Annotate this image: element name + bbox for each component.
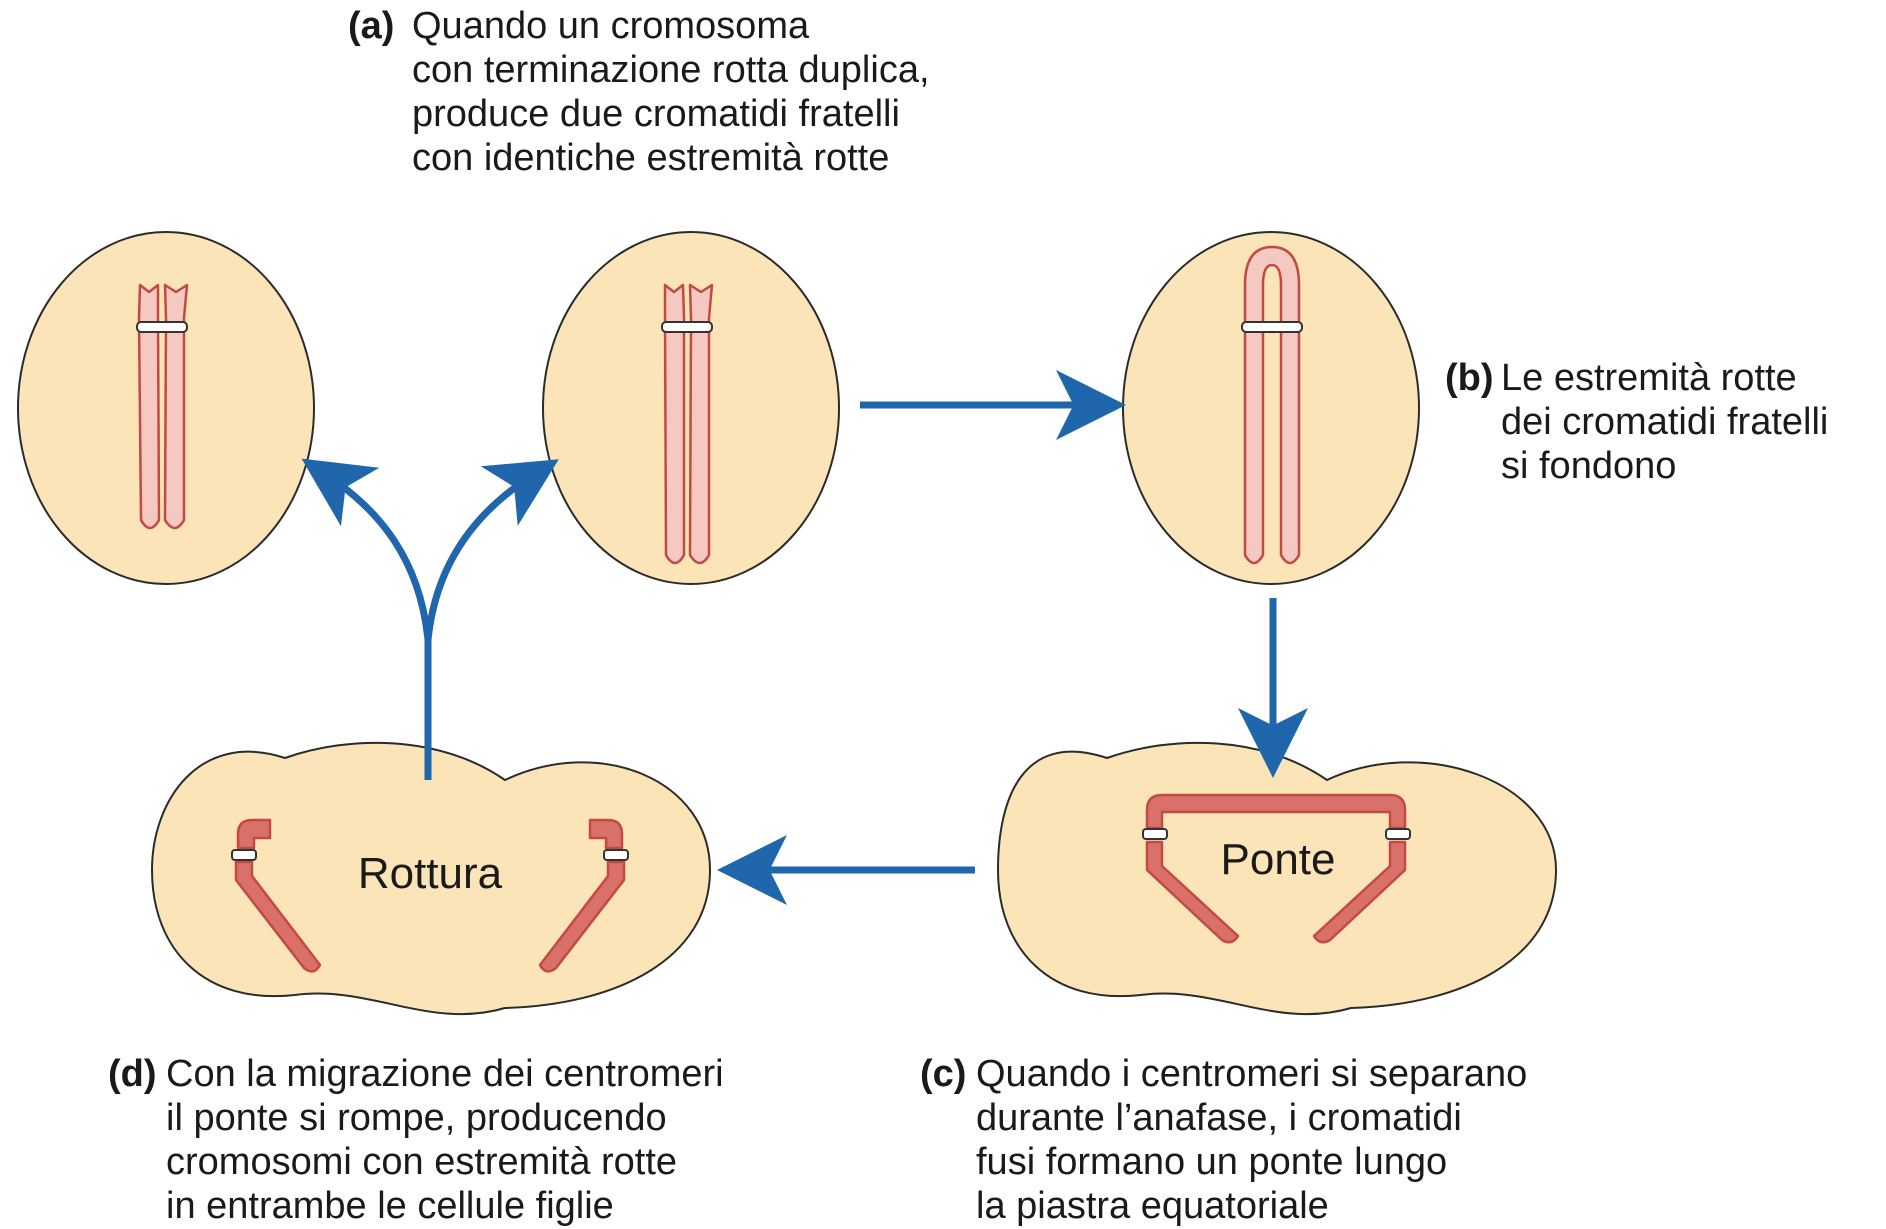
broken-chromosome-left [231,818,322,973]
caption-c-line-4: la piastra equatoriale [976,1185,1329,1227]
caption-b-line-2: dei cromatidi fratelli [1501,401,1829,443]
chromosome-cell-3-fused [1241,245,1303,565]
label-rottura: Rottura [358,849,503,898]
caption-a-line-2: con terminazione rotta duplica, [412,49,930,91]
chromosome-bridge [1142,793,1411,944]
caption-a-line-1: Quando un cromosoma [412,5,810,47]
caption-d-tag: (d) [108,1053,157,1095]
caption-a-line-4: con identiche estremità rotte [412,137,890,179]
caption-d-line-2: il ponte si rompe, producendo [166,1097,667,1139]
caption-d-line-3: cromosomi con estremità rotte [166,1141,678,1183]
chromosome-cell-1 [136,283,189,530]
cell-3 [1122,231,1420,585]
caption-c-tag: (c) [920,1053,967,1095]
caption-a-line-3: produce due cromatidi fratelli [412,93,900,135]
dividing-cell-right [996,741,1558,1016]
label-ponte: Ponte [1221,835,1336,884]
chromosome-cell-2 [661,283,714,565]
caption-b-line-1: Le estremità rotte [1501,357,1797,399]
arrow-d-to-cell-2 [424,459,559,641]
caption-a-tag: (a) [348,5,395,47]
caption-b-tag: (b) [1445,357,1494,399]
broken-chromosome-right [538,818,629,973]
caption-b-line-3: si fondono [1501,445,1677,487]
caption-d-line-4: in entrambe le cellule figlie [166,1185,614,1227]
caption-c-line-2: durante l’anafase, i cromatidi [976,1097,1462,1139]
caption-c-line-1: Quando i centromeri si separano [976,1053,1528,1095]
arrow-d-to-cell-1 [301,458,432,780]
caption-d-line-1: Con la migrazione dei centromeri [166,1053,724,1095]
caption-c-line-3: fusi formano un ponte lungo [976,1141,1448,1183]
